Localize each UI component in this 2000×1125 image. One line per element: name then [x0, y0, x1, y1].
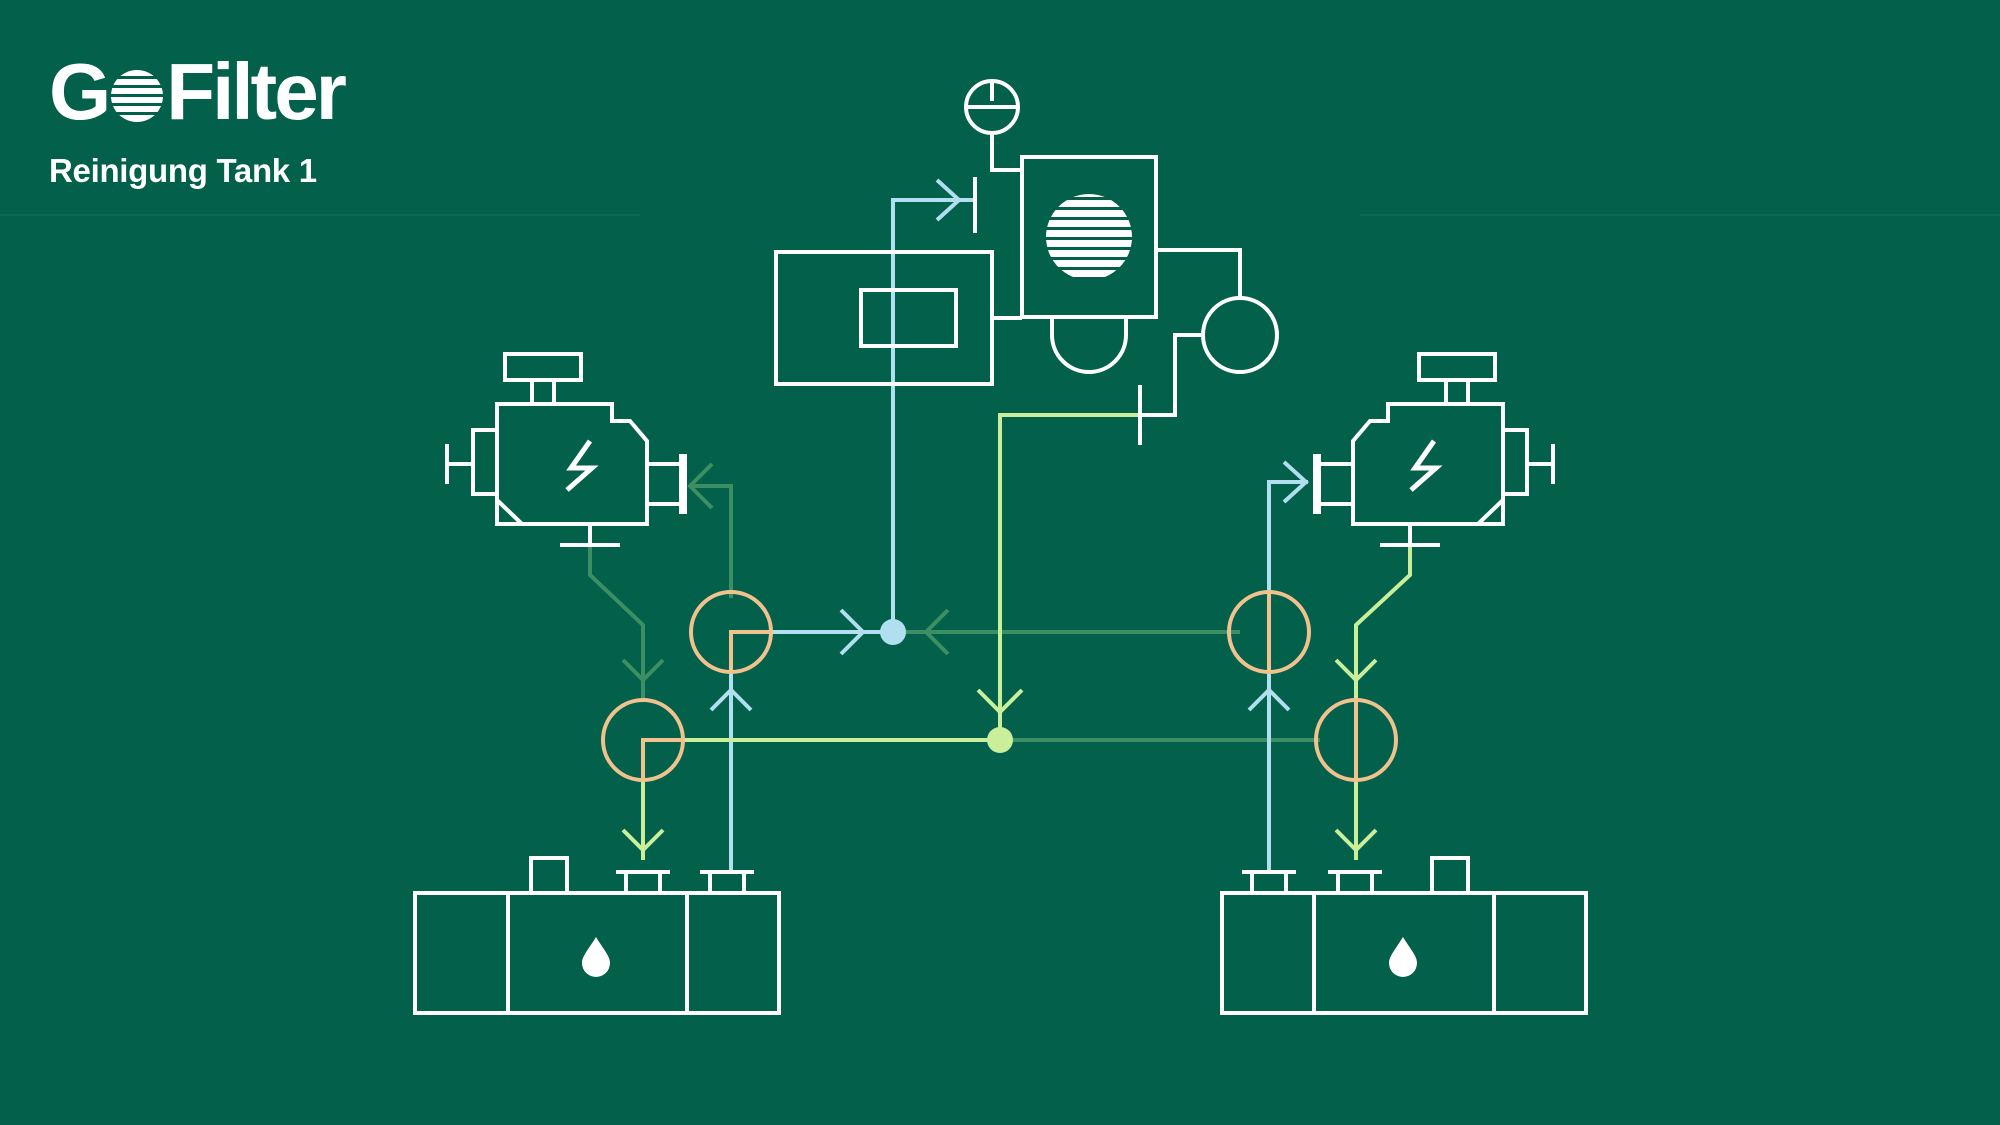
pipes-blue	[709, 178, 1309, 872]
motor-pump-icon-right	[1313, 352, 1555, 547]
tank-icon-left	[413, 856, 781, 1015]
page-subtitle: Reinigung Tank 1	[49, 152, 317, 189]
valve-icon-right-lower	[1314, 698, 1398, 782]
arrow-blue-right-motor	[1282, 460, 1309, 504]
valve-icon-right-upper	[1227, 590, 1311, 674]
logo: G Filter	[49, 47, 347, 136]
arrow-blue-up-left	[709, 687, 753, 712]
logo-o-icon	[111, 70, 164, 122]
pipe-left-return	[690, 484, 733, 598]
junction-green	[987, 727, 1013, 753]
pressure-gauge-icon	[964, 79, 1022, 233]
equipment	[413, 79, 1588, 1015]
arrow-dim-down-left	[621, 658, 665, 683]
lightning-icon-left	[565, 439, 599, 492]
junction-blue	[880, 619, 906, 645]
arrow-dim-left-mid	[923, 608, 950, 656]
arrow-blue-up-right	[1247, 687, 1291, 712]
arrow-green-down-right-2	[1334, 828, 1378, 853]
oil-drop-icon-right	[1389, 937, 1417, 977]
arrow-blue-right-top	[935, 178, 962, 222]
arrow-green-down-right-1	[1334, 658, 1378, 683]
pipe-left-motor-out	[588, 545, 645, 700]
logo-filter: Filter	[166, 47, 347, 136]
pipes-green	[621, 413, 1412, 860]
tank-icon-right	[1220, 856, 1588, 1015]
pipe-junction-up	[891, 198, 975, 632]
filter-icon	[1046, 194, 1132, 280]
control-box	[774, 250, 1022, 386]
motor-pump-icon-left	[445, 352, 687, 547]
logo-g: G	[49, 47, 111, 136]
pipe-right-tank-up	[1267, 480, 1308, 872]
brand-block: G Filter Reinigung Tank 1	[49, 47, 347, 190]
pipes-dim	[588, 462, 1320, 742]
arrow-blue-right	[839, 608, 866, 656]
arrow-green-down-left	[621, 828, 665, 853]
pipe-top-down	[998, 413, 1140, 740]
valves	[601, 590, 1398, 782]
valve-icon-left-upper	[689, 590, 773, 674]
arrow-green-down-center	[976, 688, 1024, 715]
oil-drop-icon-left	[582, 937, 610, 977]
valve-icon-left-lower	[601, 698, 685, 782]
filter-housing	[1020, 155, 1279, 445]
arrow-dim-left-top	[687, 462, 714, 510]
lightning-icon-right	[1409, 439, 1443, 492]
